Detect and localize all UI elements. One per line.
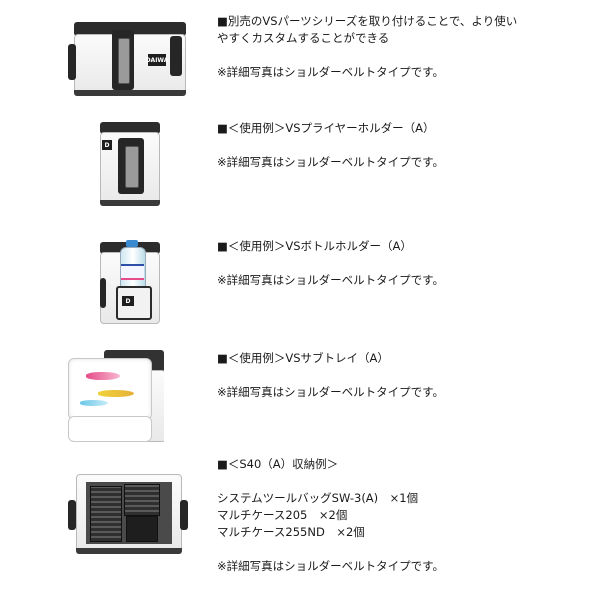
section-3-note: ※詳細写真はショルダーベルトタイプです。 (217, 273, 444, 287)
brand-logo: DAIWA (146, 54, 168, 66)
section-1-text: ■別売のVSパーツシリーズを取り付けることで、より使い やすくカスタムすることが… (217, 13, 587, 81)
lure-icon (98, 390, 134, 397)
section-5-item: マルチケース255ND ×2個 (217, 525, 365, 539)
section-4-note: ※詳細写真はショルダーベルトタイプです。 (217, 385, 444, 399)
bag-photo-bottle-holder: D (98, 238, 162, 328)
bag-photo-sub-tray: D (64, 350, 164, 442)
section-4-title: ■＜使用例＞VSサブトレイ（A） (217, 351, 389, 365)
section-2-title: ■＜使用例＞VSプライヤーホルダー（A） (217, 121, 435, 135)
lure-icon (80, 400, 108, 406)
section-1-line-2: やすくカスタムすることができる (217, 31, 390, 45)
bag-photo-vs-parts: DAIWA (68, 14, 192, 100)
lure-icon (86, 372, 120, 380)
multi-case-icon (124, 484, 160, 516)
section-3-text: ■＜使用例＞VSボトルホルダー（A） ※詳細写真はショルダーベルトタイプです。 (217, 238, 587, 289)
section-1-note: ※詳細写真はショルダーベルトタイプです。 (217, 65, 444, 79)
bag-photo-pliers-holder: D (98, 120, 162, 210)
section-5-note: ※詳細写真はショルダーベルトタイプです。 (217, 559, 444, 573)
section-1-line-1: ■別売のVSパーツシリーズを取り付けることで、より使い (217, 14, 518, 28)
section-3-title: ■＜使用例＞VSボトルホルダー（A） (217, 239, 412, 253)
sub-tray-icon (68, 358, 152, 420)
section-2-note: ※詳細写真はショルダーベルトタイプです。 (217, 155, 444, 169)
section-5-text: ■＜S40（A）収納例＞ システムツールバッグSW-3(A) ×1個 マルチケー… (217, 456, 587, 575)
section-2-text: ■＜使用例＞VSプライヤーホルダー（A） ※詳細写真はショルダーベルトタイプです… (217, 120, 587, 171)
section-4-text: ■＜使用例＞VSサブトレイ（A） ※詳細写真はショルダーベルトタイプです。 (217, 350, 587, 401)
section-5-title: ■＜S40（A）収納例＞ (217, 457, 339, 471)
bottle-cap-icon (126, 240, 138, 247)
bag-photo-storage-example (68, 470, 192, 556)
section-5-item: マルチケース205 ×2個 (217, 508, 348, 522)
section-5-item: システムツールバッグSW-3(A) ×1個 (217, 491, 419, 505)
multi-case-icon (90, 486, 122, 542)
tool-bag-icon (126, 516, 158, 542)
